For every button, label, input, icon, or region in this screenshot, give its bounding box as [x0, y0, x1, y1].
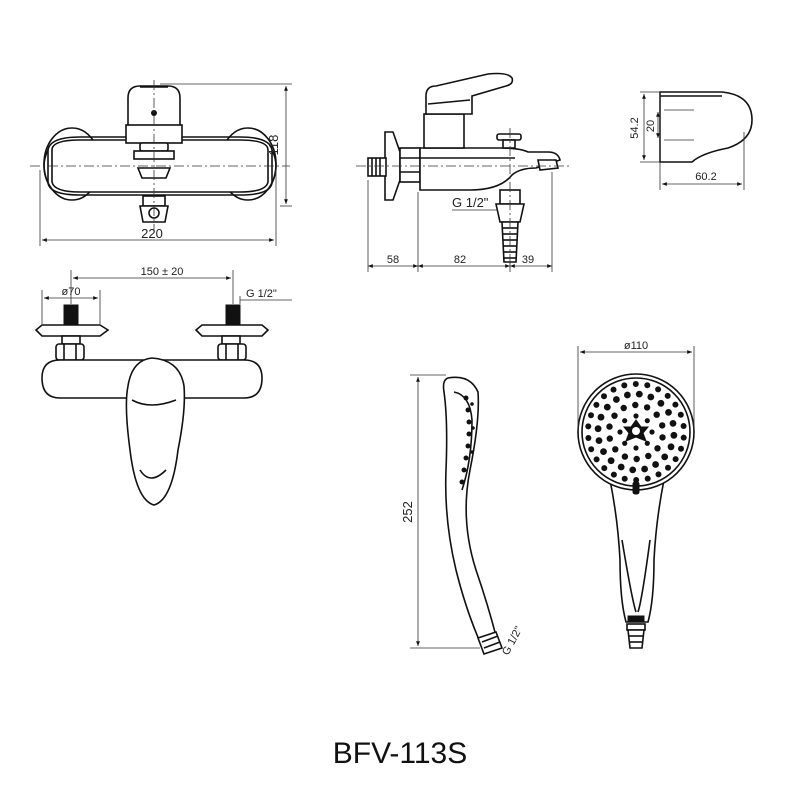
side-dim-b: 82: [454, 254, 466, 266]
nozzle: [632, 381, 639, 387]
nozzle: [611, 412, 618, 419]
bottom-view: 150 ± 20 ø70 G 1/2": [34, 266, 292, 506]
handshower-side-view: 252 G 1/2": [400, 374, 525, 657]
nozzle: [655, 471, 662, 478]
nozzle: [664, 392, 671, 399]
nozzle: [624, 391, 631, 399]
side-dim-a: 58: [387, 254, 399, 266]
nozzle: [633, 477, 640, 483]
nozzle: [644, 418, 650, 424]
nozzle: [659, 422, 666, 429]
bottom-spacing-label: 150 ± 20: [141, 266, 184, 278]
nozzle: [667, 443, 675, 451]
side-view: G 1/2" 58 82 39: [356, 72, 570, 272]
nozzle: [649, 429, 655, 435]
front-width-label: 220: [141, 226, 163, 241]
nozzle: [613, 396, 620, 403]
side-dim-c: 39: [522, 254, 534, 266]
nozzle: [654, 445, 661, 452]
nozzle: [653, 411, 660, 418]
nozzle: [633, 445, 639, 451]
nozzle: [620, 404, 627, 412]
spout-height-label: 54.2: [629, 117, 641, 138]
nozzle: [601, 465, 608, 472]
nozzle: [593, 401, 600, 408]
nozzle: [621, 453, 629, 460]
nozzle: [680, 423, 687, 429]
nozzle: [680, 434, 687, 441]
nozzle: [606, 423, 613, 430]
nozzle: [593, 456, 600, 463]
nozzle: [632, 401, 639, 409]
product-model-title: BFV-113S: [333, 737, 468, 770]
bottom-diameter-label: ø70: [62, 286, 81, 298]
spout-depth-label: 60.2: [695, 171, 716, 183]
nozzle: [678, 445, 684, 452]
nozzle: [677, 411, 684, 418]
nozzle: [644, 440, 650, 446]
nozzle: [603, 403, 611, 411]
nozzle: [644, 475, 651, 482]
nozzle: [621, 475, 628, 482]
handshower-diameter-label: ø110: [624, 340, 648, 352]
handshower-length-label: 252: [400, 501, 415, 523]
nozzle: [657, 399, 665, 407]
nozzle: [612, 446, 619, 453]
nozzle: [665, 409, 672, 416]
nozzle: [655, 386, 662, 393]
nozzle: [601, 393, 607, 400]
nozzle: [635, 390, 643, 398]
bottom-thread-label: G 1/2": [246, 288, 277, 300]
nozzle: [585, 435, 592, 441]
nozzle: [659, 434, 666, 441]
nozzle: [621, 382, 628, 389]
nozzle: [597, 413, 605, 421]
handshower-thread-label: G 1/2": [500, 624, 525, 657]
nozzle: [595, 437, 603, 444]
nozzle: [672, 456, 679, 463]
nozzle: [585, 423, 592, 430]
nozzle: [617, 429, 623, 435]
nozzle: [622, 440, 628, 446]
spout-inner-label: 20: [645, 120, 657, 132]
front-height-label: 118: [266, 135, 281, 156]
nozzle: [665, 464, 671, 471]
nozzle: [617, 463, 625, 471]
nozzle: [669, 420, 677, 427]
nozzle: [633, 413, 639, 419]
nozzle: [644, 382, 651, 389]
nozzle: [661, 453, 669, 461]
spout-view: 54.2 20 60.2: [629, 91, 753, 190]
nozzle: [594, 425, 602, 433]
nozzle: [645, 452, 652, 460]
handshower-front-view: ø110: [577, 340, 695, 649]
nozzle: [622, 418, 628, 424]
nozzle: [610, 471, 617, 478]
nozzle: [641, 465, 648, 473]
nozzle: [643, 404, 651, 411]
side-thread-label: G 1/2": [452, 195, 489, 210]
front-view: 220 118: [30, 80, 292, 246]
nozzle: [600, 448, 607, 455]
nozzle-pattern: [585, 381, 687, 483]
nozzle: [652, 461, 659, 468]
nozzle: [588, 412, 594, 419]
nozzle: [670, 431, 678, 439]
nozzle: [610, 386, 617, 393]
nozzle: [588, 446, 595, 453]
nozzle: [647, 393, 655, 401]
nozzle: [606, 435, 613, 442]
nozzle: [672, 401, 679, 408]
nozzle: [629, 466, 637, 474]
nozzle: [633, 455, 640, 463]
nozzle: [607, 457, 615, 465]
